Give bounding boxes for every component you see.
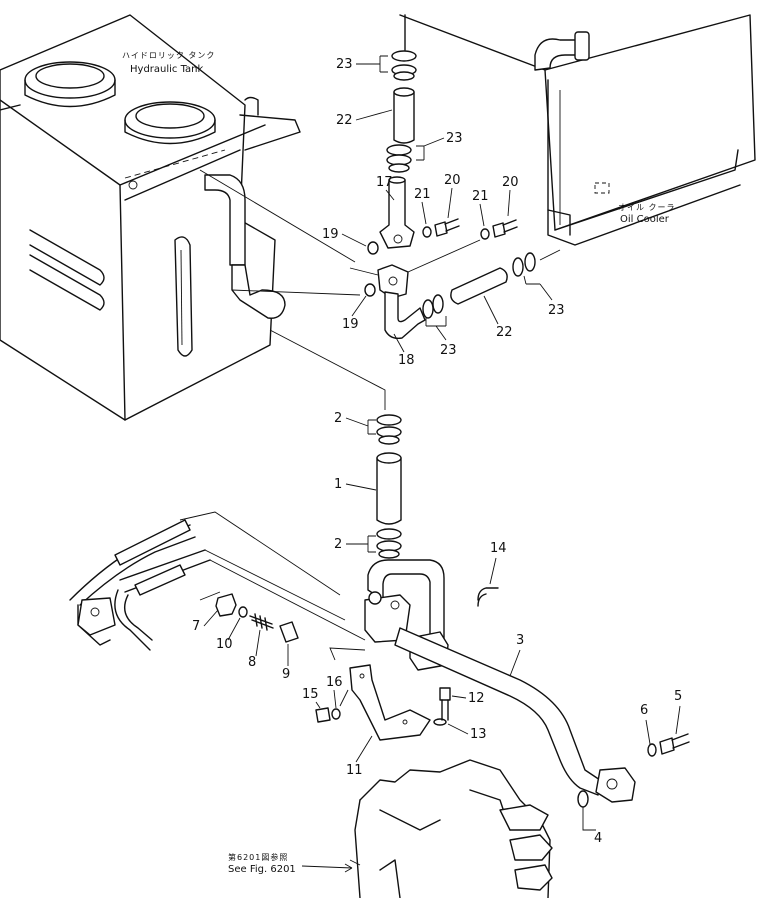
callout-20-right: 20 xyxy=(502,175,519,190)
plug-fittings xyxy=(215,593,299,643)
callout-19-lower: 19 xyxy=(342,317,359,332)
callout-18: 18 xyxy=(398,353,415,368)
callout-2-upper: 2 xyxy=(334,411,342,426)
oil-cooler xyxy=(399,14,756,246)
callout-23-top: 23 xyxy=(336,57,353,72)
left-hoses xyxy=(69,511,366,651)
callout-3: 3 xyxy=(516,633,524,648)
callout-23-lower-left: 23 xyxy=(440,343,457,358)
callout-9: 9 xyxy=(282,667,290,682)
callout-10: 10 xyxy=(216,637,233,652)
hydraulic-tank xyxy=(0,14,301,421)
callout-16: 16 xyxy=(326,675,343,690)
callout-15: 15 xyxy=(302,687,319,702)
suction-hose xyxy=(376,414,402,559)
callout-11: 11 xyxy=(346,763,363,778)
callout-12: 12 xyxy=(468,691,485,706)
callout-13: 13 xyxy=(470,727,487,742)
oil-cooler-label-jp: オイル クーラ xyxy=(618,203,676,212)
callout-20-left: 20 xyxy=(444,173,461,188)
callout-4: 4 xyxy=(594,831,602,846)
oil-cooler-label: Oil Cooler xyxy=(620,214,670,225)
callout-21-right: 21 xyxy=(472,189,489,204)
hydraulic-tank-label-jp: ハイドロリック タンク xyxy=(122,51,215,60)
callout-22-lower: 22 xyxy=(496,325,513,340)
upper-hose-assembly xyxy=(349,50,561,340)
callout-21-left: 21 xyxy=(414,187,431,202)
see-fig-label-jp: 第6201図参照 xyxy=(228,852,288,862)
see-fig-label: See Fig. 6201 xyxy=(228,864,296,875)
callout-22-upper: 22 xyxy=(336,113,353,128)
control-valve xyxy=(349,759,553,898)
callout-7: 7 xyxy=(192,619,200,634)
bracket xyxy=(315,647,431,741)
callout-14: 14 xyxy=(490,541,507,556)
callout-8: 8 xyxy=(248,655,256,670)
callout-6: 6 xyxy=(640,703,648,718)
callout-17: 17 xyxy=(376,175,393,190)
callout-1: 1 xyxy=(334,477,342,492)
callout-5: 5 xyxy=(674,689,682,704)
callout-2-lower: 2 xyxy=(334,537,342,552)
callout-23-right: 23 xyxy=(548,303,565,318)
callout-23-middle: 23 xyxy=(446,131,463,146)
callout-19-upper: 19 xyxy=(322,227,339,242)
hydraulic-tank-label: Hydraulic Tank xyxy=(130,64,204,75)
suction-tube xyxy=(364,559,690,808)
